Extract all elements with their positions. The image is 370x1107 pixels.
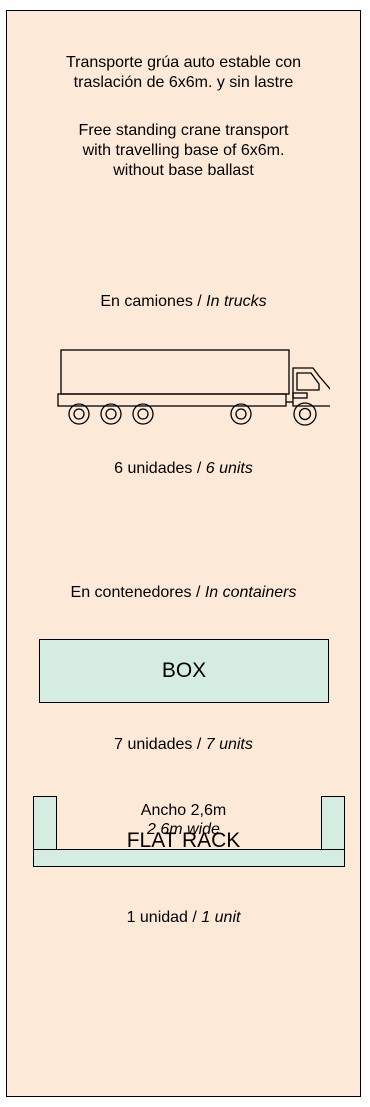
trucks-heading: En camiones / In trucks	[7, 292, 360, 312]
trucks-panel: En camiones / In trucks 6 unidades / 6 u…	[6, 254, 361, 516]
box-container-icon: BOX	[39, 639, 329, 703]
flat-rack-deck	[33, 849, 345, 867]
truck-icon	[57, 349, 330, 426]
free-standing-crane-panel: Transporte grúa auto estable con traslac…	[6, 10, 361, 255]
trucks-heading-en: In trucks	[206, 293, 267, 310]
description-en-line-3: without base ballast	[113, 162, 254, 179]
containers-panel: En contenedores / In containers BOX 7 un…	[6, 515, 361, 1097]
flat-rack-title: FLAT RACK	[126, 829, 241, 852]
flat-rack-units-en: 1 unit	[201, 909, 241, 926]
flat-rack-units: 1 unidad / 1 unit	[7, 908, 360, 928]
containers-heading-es: En contenedores /	[70, 584, 205, 601]
trucks-units: 6 unidades / 6 units	[7, 459, 360, 479]
containers-heading-en: In containers	[204, 584, 297, 601]
description-en-line-2: with travelling base of 6x6m.	[82, 142, 285, 159]
containers-heading: En contenedores / In containers	[7, 583, 360, 603]
trucks-heading-es: En camiones /	[100, 293, 207, 310]
flat-rack-units-es: 1 unidad /	[126, 909, 202, 926]
flat-rack-right-post	[321, 796, 345, 850]
flat-rack-width-en: 2,6m wide	[147, 821, 220, 838]
box-units-es: 7 unidades /	[114, 736, 206, 753]
trucks-units-en: 6 units	[205, 460, 253, 477]
flat-rack-left-post	[33, 796, 57, 850]
box-units-en: 7 units	[205, 736, 253, 753]
box-units: 7 unidades / 7 units	[7, 735, 360, 755]
flat-rack-width-es: Ancho 2,6m	[140, 802, 227, 819]
trucks-units-es: 6 unidades /	[114, 460, 206, 477]
description-es-line-1: Transporte grúa auto estable con	[65, 54, 302, 71]
box-label: BOX	[161, 659, 207, 682]
description-es-line-2: traslación de 6x6m. y sin lastre	[73, 74, 294, 91]
description-en-line-1: Free standing crane transport	[78, 122, 289, 139]
